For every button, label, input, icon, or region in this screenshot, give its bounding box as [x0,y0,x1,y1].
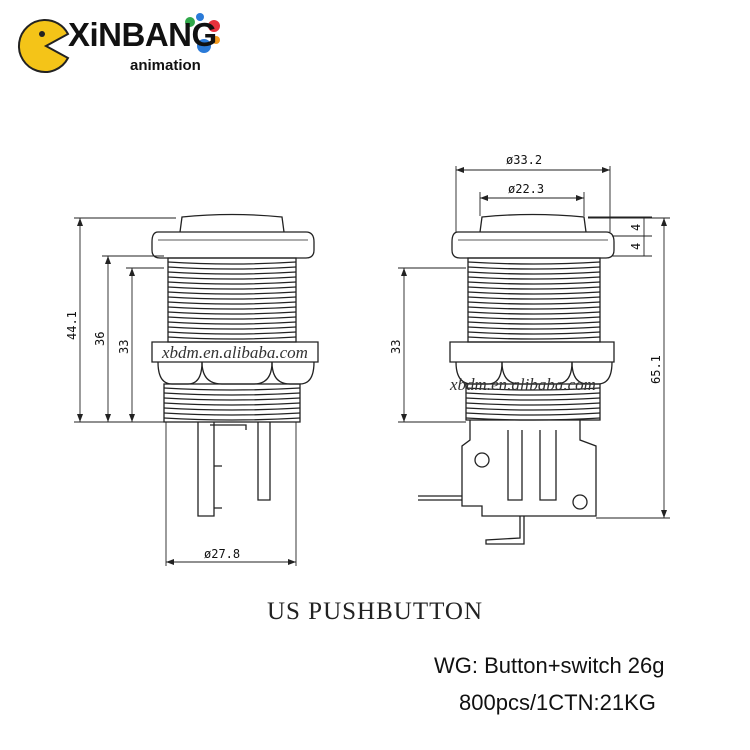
drawing-title: US PUSHBUTTON [266,598,484,625]
thread-line [167,276,297,280]
thread-lower-right [465,387,601,421]
thread-line [467,276,601,280]
logo-mark-icon [18,13,220,73]
thread-line [467,326,601,330]
brand-name: XiNBANG [68,16,217,53]
spec-packing: 800pcs/1CTN:21KG [459,690,656,715]
brand-subtitle: animation [130,57,201,74]
thread-line [167,286,297,290]
dim-cap-thickness-bottom: 4 [629,243,643,250]
right-side-view [418,213,615,545]
left-side-view [151,213,319,517]
thread-line [167,336,297,340]
thread-line [167,316,297,320]
thread-line [467,321,601,325]
thread-line [167,271,297,275]
thread-line [163,392,301,396]
thread-line [465,407,601,411]
thread-line [167,266,297,270]
thread-line [167,296,297,300]
thread-line [167,306,297,310]
thread-line [163,407,301,411]
thread-line [465,402,601,406]
thread-line [467,261,601,265]
thread-line [467,316,601,320]
spec-weight: WG: Button+switch 26g [434,653,665,678]
dim-total-height: 65.1 [649,355,663,384]
thread-line [163,402,301,406]
thread-line [167,261,297,265]
thread-line [163,397,301,401]
thread-line [467,331,601,335]
watermark-right: xbdm.en.alibaba.com [449,375,596,394]
thread-lower-left [163,387,301,421]
dim-cap-thickness-top: 4 [629,224,643,231]
thread-upper-left [167,261,297,340]
thread-line [163,387,301,391]
dim-cap-diameter: ø33.2 [506,153,542,167]
thread-line [167,321,297,325]
thread-line [467,336,601,340]
thread-upper-right [467,261,601,340]
thread-line [467,301,601,305]
thread-line [163,417,301,421]
thread-line [167,281,297,285]
thread-line [167,301,297,305]
dim-thread-36: 36 [93,332,107,346]
thread-line [467,291,601,295]
thread-line [467,306,601,310]
thread-line [167,311,297,315]
pushbutton-drawing: 44.1 36 33 ø27.8 ø33.2 ø22.3 4 4 33 65.1… [65,153,670,566]
thread-line [167,331,297,335]
thread-line [465,417,601,421]
dim-overall-height: 44.1 [65,311,79,340]
dim-thread-33-left: 33 [117,340,131,354]
watermark-left: xbdm.en.alibaba.com [161,343,308,362]
thread-line [467,311,601,315]
thread-line [465,392,601,396]
thread-line [467,266,601,270]
thread-line [467,296,601,300]
thread-line [465,412,601,416]
dim-base-diameter: ø27.8 [204,547,240,561]
thread-line [167,326,297,330]
dim-plunger-diameter: ø22.3 [508,182,544,196]
xinbang-logo [14,12,234,84]
thread-line [467,286,601,290]
dim-thread-33-right: 33 [389,340,403,354]
thread-line [467,271,601,275]
thread-line [465,387,601,391]
thread-line [465,397,601,401]
thread-line [467,281,601,285]
thread-line [163,412,301,416]
thread-line [167,291,297,295]
